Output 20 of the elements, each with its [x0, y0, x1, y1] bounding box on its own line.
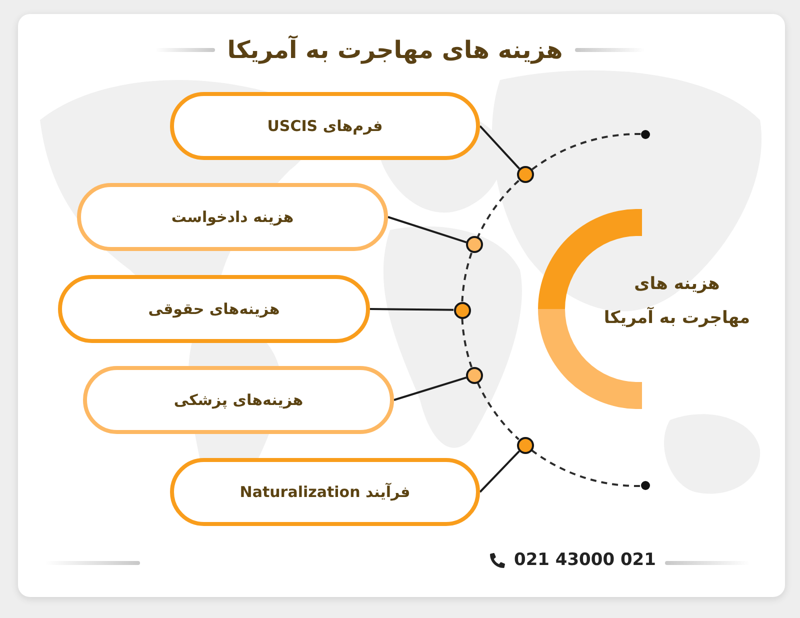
item-label: فرم‌های USCIS	[267, 116, 383, 136]
leader-line	[394, 376, 467, 401]
item-label: هزینه دادخواست	[171, 208, 294, 226]
dashed-arc-line	[476, 382, 520, 440]
item-label: هزینه‌های حقوقی	[148, 300, 280, 318]
item-label: فرآیند Naturalization	[240, 482, 410, 502]
leader-line	[479, 450, 520, 493]
leader-line	[388, 216, 467, 244]
leader-line	[370, 308, 454, 311]
title: هزینه های مهاجرت به آمریکا	[227, 34, 563, 66]
item-label: هزینه‌های پزشکی	[174, 390, 304, 410]
cost-item-pill	[77, 183, 388, 251]
phone-number: 021 43000 021	[514, 549, 656, 572]
dashed-arc-line	[461, 252, 472, 302]
dashed-arc-line	[461, 318, 472, 368]
center-title: هزینه های مهاجرت به آمریکا	[602, 273, 752, 330]
leader-line	[479, 125, 520, 170]
dashed-arc-line	[531, 133, 641, 171]
dashed-arc-line	[531, 449, 641, 487]
dashed-arc-line	[476, 180, 520, 238]
